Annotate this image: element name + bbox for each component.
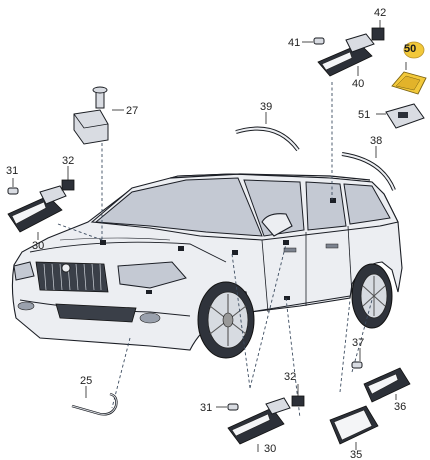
part-41-bulb bbox=[302, 37, 325, 45]
callout-25: 25 bbox=[80, 375, 92, 387]
callout-50: 50 bbox=[404, 43, 416, 55]
callout-31-left: 31 bbox=[6, 165, 18, 177]
callout-51: 51 bbox=[358, 109, 370, 121]
callout-37: 37 bbox=[352, 337, 364, 349]
car-illustration bbox=[11, 173, 403, 359]
part-35-lens-cover bbox=[329, 405, 379, 450]
part-32-connector-bottom bbox=[291, 384, 305, 407]
callout-31-bottom: 31 bbox=[200, 402, 212, 414]
part-38-trim-strip bbox=[341, 146, 396, 191]
callout-36: 36 bbox=[394, 401, 406, 413]
callout-41: 41 bbox=[288, 37, 300, 49]
part-42-connector bbox=[371, 20, 385, 41]
callout-27: 27 bbox=[126, 105, 138, 117]
callout-38: 38 bbox=[370, 135, 382, 147]
part-25-cable bbox=[71, 386, 118, 416]
callout-30-bottom: 30 bbox=[264, 443, 276, 455]
part-27-bracket bbox=[73, 86, 124, 145]
callout-32-left: 32 bbox=[62, 155, 74, 167]
part-37-bulb-right bbox=[351, 348, 363, 369]
part-40-interior-lamp bbox=[317, 33, 375, 77]
callout-40: 40 bbox=[352, 78, 364, 90]
part-31-bulb-left bbox=[7, 178, 19, 195]
part-36-lamp-right bbox=[363, 367, 411, 403]
part-39-trim-strip bbox=[235, 112, 300, 152]
part-32-connector-left bbox=[61, 166, 75, 191]
part-51-holder bbox=[376, 103, 425, 129]
part-30-lamp-bottom bbox=[227, 397, 291, 452]
callout-numbers: 27 39 38 41 42 40 50 51 31 32 30 25 31 3… bbox=[6, 7, 416, 460]
part-30-lamp-left bbox=[7, 185, 67, 240]
part-31-bulb-bottom bbox=[216, 403, 239, 411]
part-50-highlighted bbox=[391, 41, 427, 95]
callout-42: 42 bbox=[374, 7, 386, 19]
callout-32-bottom: 32 bbox=[284, 371, 296, 383]
callout-30-left: 30 bbox=[32, 240, 44, 252]
callout-39: 39 bbox=[260, 101, 272, 113]
callout-35: 35 bbox=[350, 449, 362, 460]
